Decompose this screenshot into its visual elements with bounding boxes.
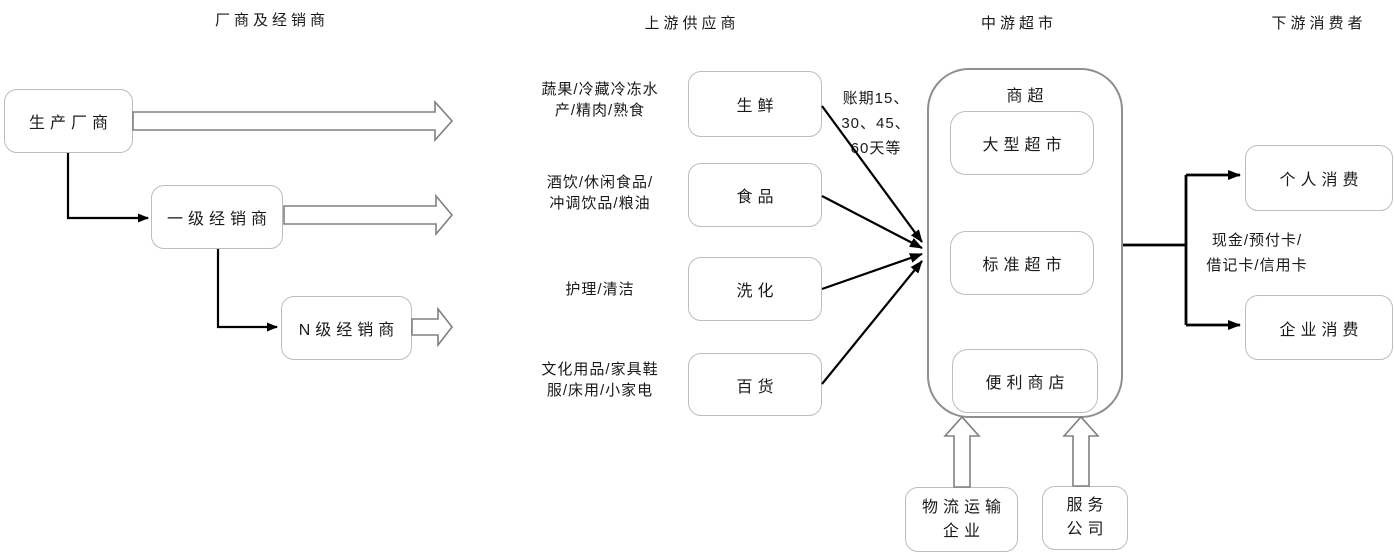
supplier-desc-food: 酒饮/休闲食品/ 冲调饮品/粮油 xyxy=(524,172,676,214)
support-service-line2: 公司 xyxy=(1066,521,1109,538)
tierN-distributor-box: N级经销商 xyxy=(281,296,412,360)
supplier-desc-care: 护理/清洁 xyxy=(524,279,676,300)
supplier-desc-general-line1: 文化用品/家具鞋 xyxy=(541,361,659,378)
support-box-logistics-label: 物流运输 企业 xyxy=(917,496,1006,544)
arrow-producer-out xyxy=(132,99,454,143)
supplier-desc-food-line2: 冲调饮品/粮油 xyxy=(549,195,651,212)
support-logistics-line2: 企业 xyxy=(942,522,985,540)
payment-methods-line1: 现金/预付卡/ xyxy=(1211,232,1303,249)
consumer-box-personal: 个人消费 xyxy=(1245,145,1393,211)
arrow-general-to-supermarket xyxy=(821,260,923,385)
support-box-service-label: 服务 公司 xyxy=(1061,494,1108,542)
supplier-desc-fresh-line2: 产/精肉/熟食 xyxy=(554,102,646,119)
supplier-desc-general: 文化用品/家具鞋 服/床用/小家电 xyxy=(524,359,676,401)
support-box-service: 服务 公司 xyxy=(1042,486,1128,550)
column-header-manufacturers: 厂商及经销商 xyxy=(214,12,329,29)
payment-methods-line2: 借记卡/信用卡 xyxy=(1206,257,1308,274)
arrow-tierN-out xyxy=(411,306,454,348)
arrow-care-to-supermarket xyxy=(821,252,923,291)
supplier-desc-care-line1: 护理/清洁 xyxy=(565,281,635,298)
tier1-distributor-box: 一级经销商 xyxy=(151,185,283,249)
column-header-consumers: 下游消费者 xyxy=(1271,15,1367,32)
consumer-box-enterprise: 企业消费 xyxy=(1245,295,1393,360)
payment-terms-line1: 账期15、 xyxy=(842,90,910,107)
supplier-desc-fresh: 蔬果/冷藏冷冻水 产/精肉/熟食 xyxy=(524,79,676,121)
supermarket-type-box-large: 大型超市 xyxy=(950,111,1094,175)
category-box-food: 食品 xyxy=(688,163,822,227)
supermarket-group-title: 商超 xyxy=(1006,88,1049,105)
supplier-desc-general-line2: 服/床用/小家电 xyxy=(546,382,654,399)
category-box-fresh: 生鲜 xyxy=(688,71,822,137)
arrow-logistics-up xyxy=(943,415,981,488)
connector-producer-to-tier1 xyxy=(66,153,149,223)
support-service-line1: 服务 xyxy=(1066,497,1109,514)
supplier-desc-fresh-line1: 蔬果/冷藏冷冻水 xyxy=(541,81,659,98)
column-header-supermarkets: 中游超市 xyxy=(980,15,1057,32)
payment-terms-line3: 60天等 xyxy=(850,140,902,157)
supermarket-type-box-standard: 标准超市 xyxy=(950,231,1094,295)
arrow-food-to-supermarket xyxy=(821,195,923,249)
producer-box: 生产厂商 xyxy=(4,89,133,153)
supplier-desc-food-line1: 酒饮/休闲食品/ xyxy=(546,174,654,191)
payment-methods-label: 现金/预付卡/ 借记卡/信用卡 xyxy=(1190,228,1324,278)
supermarket-type-box-convenience: 便利商店 xyxy=(952,349,1098,413)
arrow-tier1-out xyxy=(283,193,454,237)
arrow-service-up xyxy=(1062,415,1100,487)
payment-terms-label: 账期15、 30、45、 60天等 xyxy=(828,86,924,161)
connector-tier1-to-tierN xyxy=(216,249,278,332)
payment-terms-line2: 30、45、 xyxy=(841,115,911,132)
support-logistics-line1: 物流运输 xyxy=(921,498,1006,516)
category-box-general: 百货 xyxy=(688,353,822,416)
category-box-care: 洗化 xyxy=(688,257,822,321)
column-header-suppliers: 上游供应商 xyxy=(644,15,740,32)
support-box-logistics: 物流运输 企业 xyxy=(905,487,1018,552)
